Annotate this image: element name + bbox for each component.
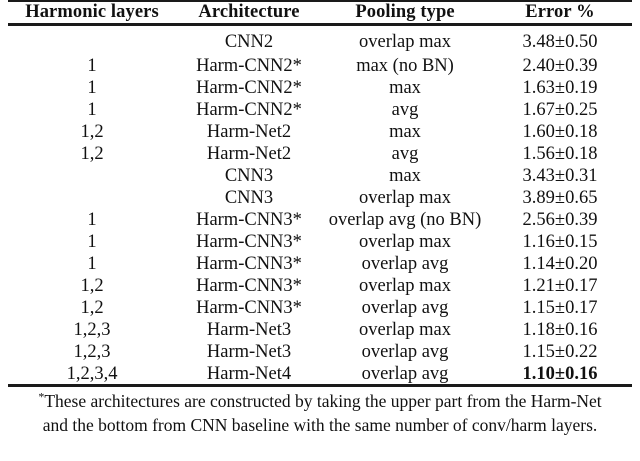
cell-harmonic-layers <box>8 25 176 55</box>
cell-pooling-type: max <box>389 78 421 98</box>
cell-harmonic-layers <box>8 165 176 187</box>
cell-harmonic-layers: 1,2,3,4 <box>66 364 118 384</box>
table-row: 1,2,3,4 Harm-Net4 overlap avg 1.10±0.16 <box>8 363 632 385</box>
cell-pooling-type: overlap max <box>359 32 451 52</box>
cell-architecture: Harm-CNN3* <box>196 232 302 252</box>
cell-pooling-type: overlap max <box>359 188 451 208</box>
results-table: Harmonic layers Architecture Pooling typ… <box>8 0 632 385</box>
cell-architecture: Harm-Net4 <box>206 364 292 384</box>
footnote-marker: * <box>38 389 45 404</box>
cell-error: 2.56±0.39 <box>522 210 598 230</box>
cell-architecture: Harm-CNN3* <box>196 254 302 274</box>
cell-harmonic-layers: 1,2 <box>80 298 104 318</box>
table-row: CNN3 overlap max 3.89±0.65 <box>8 187 632 209</box>
cell-error: 1.15±0.17 <box>522 298 598 318</box>
cell-architecture: Harm-CNN3* <box>196 276 302 296</box>
cell-error: 1.16±0.15 <box>522 232 598 252</box>
cell-pooling-type: overlap avg <box>361 298 449 318</box>
cell-pooling-type: overlap max <box>359 232 451 252</box>
table-bottom-rule <box>8 384 632 387</box>
cell-architecture: CNN2 <box>224 32 274 52</box>
cell-error: 1.10±0.16 <box>522 364 598 384</box>
cell-error: 1.18±0.16 <box>522 320 598 340</box>
cell-pooling-type: overlap avg <box>361 342 449 362</box>
cell-pooling-type: overlap avg <box>361 254 449 274</box>
cell-error: 1.15±0.22 <box>522 342 598 362</box>
cell-harmonic-layers: 1,2 <box>80 122 104 142</box>
table-row: 1 Harm-CNN3* overlap avg (no BN) 2.56±0.39 <box>8 209 632 231</box>
table-row: 1,2 Harm-Net2 max 1.60±0.18 <box>8 121 632 143</box>
cell-error: 1.56±0.18 <box>522 144 598 164</box>
table-row: 1 Harm-CNN2* max (no BN) 2.40±0.39 <box>8 55 632 77</box>
footnote-text: These architectures are constructed by t… <box>42 391 602 435</box>
cell-harmonic-layers: 1 <box>87 254 97 274</box>
column-header-harmonic-layers: Harmonic layers <box>25 2 159 22</box>
table-row: CNN3 max 3.43±0.31 <box>8 165 632 187</box>
cell-pooling-type: max (no BN) <box>356 56 454 76</box>
cell-harmonic-layers <box>8 187 176 209</box>
table-header-rule <box>8 23 632 26</box>
cell-architecture: Harm-CNN2* <box>196 56 302 76</box>
cell-harmonic-layers: 1,2,3 <box>73 320 111 340</box>
table-row: 1,2 Harm-CNN3* overlap avg 1.15±0.17 <box>8 297 632 319</box>
cell-error: 3.43±0.31 <box>522 166 598 186</box>
table-row: 1 Harm-CNN3* overlap max 1.16±0.15 <box>8 231 632 253</box>
cell-harmonic-layers: 1,2 <box>80 144 104 164</box>
table-row: CNN2 overlap max 3.48±0.50 <box>8 25 632 55</box>
cell-pooling-type: max <box>389 122 421 142</box>
cell-error: 3.48±0.50 <box>522 32 598 52</box>
cell-pooling-type: overlap max <box>359 320 451 340</box>
cell-architecture: Harm-Net2 <box>206 144 292 164</box>
cell-architecture: Harm-CNN2* <box>196 100 302 120</box>
cell-pooling-type: overlap avg <box>361 364 449 384</box>
cell-harmonic-layers: 1 <box>87 78 97 98</box>
table-row: 1 Harm-CNN3* overlap avg 1.14±0.20 <box>8 253 632 275</box>
cell-architecture: Harm-Net2 <box>206 122 292 142</box>
cell-error: 1.63±0.19 <box>522 78 598 98</box>
table-row: 1,2,3 Harm-Net3 overlap avg 1.15±0.22 <box>8 341 632 363</box>
cell-harmonic-layers: 1 <box>87 210 97 230</box>
table-row: 1,2,3 Harm-Net3 overlap max 1.18±0.16 <box>8 319 632 341</box>
cell-harmonic-layers: 1,2 <box>80 276 104 296</box>
cell-pooling-type: max <box>389 166 421 186</box>
cell-error: 3.89±0.65 <box>522 188 598 208</box>
cell-harmonic-layers: 1 <box>87 232 97 252</box>
cell-error: 1.14±0.20 <box>522 254 598 274</box>
table-footnote: *These architectures are constructed by … <box>26 390 614 437</box>
cell-architecture: Harm-CNN2* <box>196 78 302 98</box>
table-row: 1 Harm-CNN2* max 1.63±0.19 <box>8 77 632 99</box>
cell-pooling-type: avg <box>391 144 419 164</box>
table-top-rule <box>8 0 632 2</box>
cell-error: 1.67±0.25 <box>522 100 598 120</box>
column-header-error-percent: Error % <box>525 2 595 22</box>
cell-harmonic-layers: 1 <box>87 100 97 120</box>
table-header-row: Harmonic layers Architecture Pooling typ… <box>8 0 632 25</box>
cell-architecture: CNN3 <box>224 188 274 208</box>
cell-error: 1.60±0.18 <box>522 122 598 142</box>
cell-error: 1.21±0.17 <box>522 276 598 296</box>
table-row: 1,2 Harm-Net2 avg 1.56±0.18 <box>8 143 632 165</box>
cell-architecture: Harm-Net3 <box>206 320 292 340</box>
column-header-pooling-type: Pooling type <box>355 2 455 22</box>
table-header: Harmonic layers Architecture Pooling typ… <box>8 0 632 25</box>
table-row: 1 Harm-CNN2* avg 1.67±0.25 <box>8 99 632 121</box>
cell-harmonic-layers: 1,2,3 <box>73 342 111 362</box>
table-row: 1,2 Harm-CNN3* overlap max 1.21±0.17 <box>8 275 632 297</box>
cell-architecture: Harm-Net3 <box>206 342 292 362</box>
column-header-architecture: Architecture <box>198 2 300 22</box>
cell-architecture: Harm-CNN3* <box>196 210 302 230</box>
cell-pooling-type: overlap avg (no BN) <box>328 210 482 230</box>
cell-harmonic-layers: 1 <box>87 56 97 76</box>
cell-error: 2.40±0.39 <box>522 56 598 76</box>
cell-architecture: Harm-CNN3* <box>196 298 302 318</box>
cell-architecture: CNN3 <box>224 166 274 186</box>
cell-pooling-type: overlap max <box>359 276 451 296</box>
cell-pooling-type: avg <box>391 100 419 120</box>
